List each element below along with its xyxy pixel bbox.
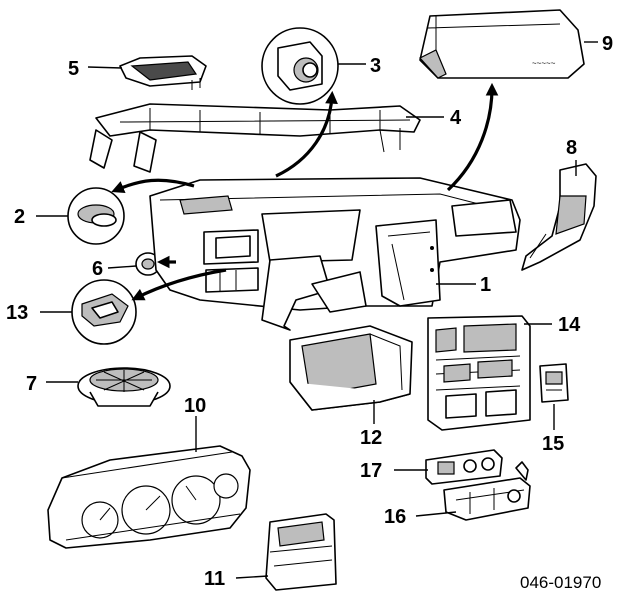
callout-12: 12 <box>360 427 382 449</box>
callout-9: 9 <box>602 33 613 55</box>
callout-17: 17 <box>360 460 382 482</box>
callout-16: 16 <box>384 506 406 528</box>
callout-5: 5 <box>68 58 79 80</box>
callout-7: 7 <box>26 373 37 395</box>
center-console-box-part <box>289 325 413 411</box>
dash-reinforcement-bar-part <box>89 103 421 173</box>
air-vent-part <box>261 27 339 105</box>
leader-lines <box>36 41 598 579</box>
callout-1: 1 <box>480 274 491 296</box>
trim-plug-part <box>135 252 161 276</box>
speaker-part <box>77 367 171 407</box>
airbag-cover-part: ~~~~~ <box>419 9 585 79</box>
callout-15: 15 <box>542 433 564 455</box>
side-panel-part <box>521 163 597 271</box>
instrument-cluster-part <box>47 445 251 549</box>
center-vent-part <box>71 279 137 345</box>
callout-8: 8 <box>566 137 577 159</box>
center-trim-bezel-part <box>427 315 531 431</box>
callout-3: 3 <box>370 55 381 77</box>
switch-part <box>539 363 569 403</box>
callout-10: 10 <box>184 395 206 417</box>
instrument-panel-part <box>149 177 521 331</box>
callout-2: 2 <box>14 206 25 228</box>
callout-6: 6 <box>92 258 103 280</box>
assembly-arrows <box>111 82 499 301</box>
diagram-code: 046-01970 <box>520 573 601 592</box>
defroster-grille-part <box>119 55 207 90</box>
climate-control-panel-part <box>425 449 503 485</box>
ashtray-part <box>265 513 337 591</box>
mounting-bracket-part <box>443 461 531 521</box>
callout-13: 13 <box>6 302 28 324</box>
side-vent-part <box>67 187 125 245</box>
callout-4: 4 <box>450 107 462 129</box>
callout-labels: 5 3 9 4 8 2 6 1 13 14 7 10 12 15 17 16 1… <box>6 33 613 590</box>
svg-text:~~~~~: ~~~~~ <box>532 59 556 68</box>
callout-14: 14 <box>558 314 581 336</box>
callout-11: 11 <box>204 568 225 590</box>
